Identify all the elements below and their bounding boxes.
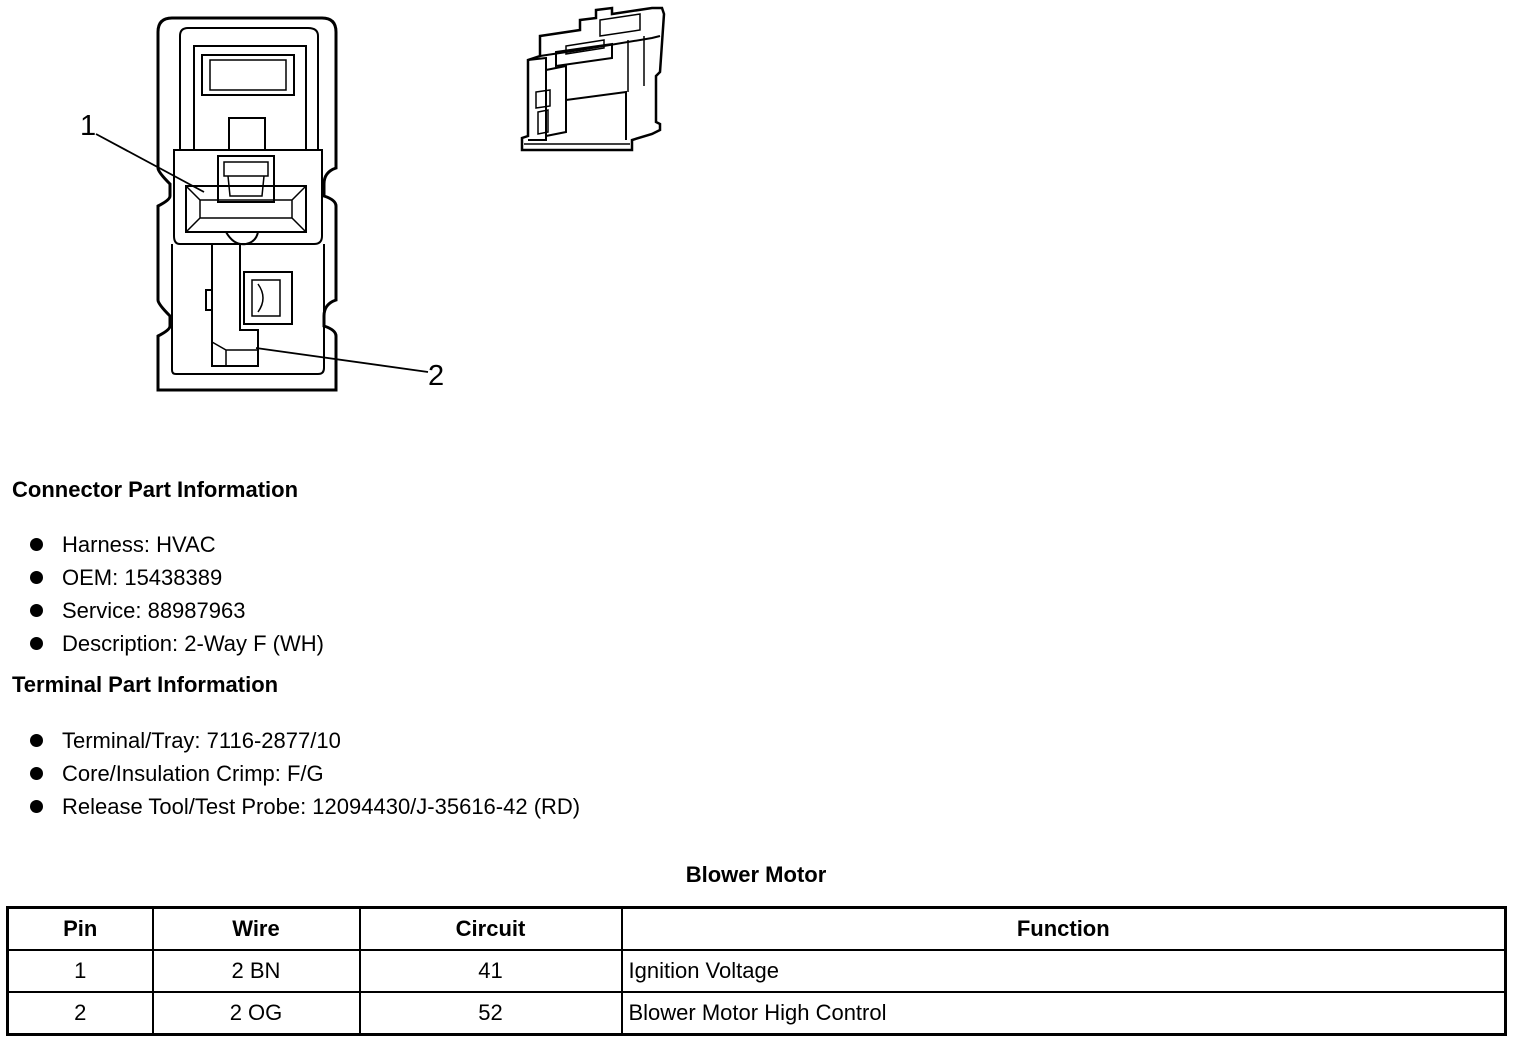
connector-info-list: Harness: HVAC OEM: 15438389 Service: 889…: [30, 528, 324, 660]
table-title: Blower Motor: [685, 862, 827, 887]
column-header-pin: Pin: [6, 906, 154, 951]
table-header-row: Pin Wire Circuit Function: [6, 906, 1507, 951]
callout-2: 2: [428, 360, 445, 392]
cell-function: Blower Motor High Control: [620, 991, 1507, 1036]
cell-wire: 2 OG: [151, 991, 361, 1036]
bullet-icon: [30, 800, 43, 813]
terminal-info-list: Terminal/Tray: 7116-2877/10 Core/Insulat…: [30, 724, 580, 823]
cell-circuit: 41: [358, 949, 623, 993]
terminal-info-heading: Terminal Part Information: [12, 672, 279, 697]
connector-side-view: [520, 6, 666, 152]
cell-pin: 1: [6, 949, 154, 993]
bullet-icon: [30, 571, 43, 584]
column-header-wire: Wire: [151, 906, 361, 951]
list-item: Terminal/Tray: 7116-2877/10: [30, 724, 580, 757]
list-item: Harness: HVAC: [30, 528, 324, 561]
list-item: OEM: 15438389: [30, 561, 324, 594]
column-header-function: Function: [620, 906, 1507, 951]
callout-2-leader: [255, 347, 429, 373]
connector-info-heading: Connector Part Information: [12, 477, 299, 502]
cell-pin: 2: [6, 991, 154, 1036]
cell-function: Ignition Voltage: [620, 949, 1507, 993]
pinout-table: Pin Wire Circuit Function 1 2 BN 41 Igni…: [6, 906, 1507, 1036]
bullet-icon: [30, 734, 43, 747]
cell-circuit: 52: [358, 991, 623, 1036]
list-item: Description: 2-Way F (WH): [30, 627, 324, 660]
connector-diagram: [95, 6, 666, 392]
callout-1-leader: [95, 133, 205, 193]
table-row: 2 2 OG 52 Blower Motor High Control: [6, 991, 1507, 1036]
callout-1: 1: [80, 110, 97, 142]
list-item: Release Tool/Test Probe: 12094430/J-3561…: [30, 790, 580, 823]
connector-face-view: [156, 16, 338, 392]
bullet-icon: [30, 604, 43, 617]
table-row: 1 2 BN 41 Ignition Voltage: [6, 949, 1507, 993]
column-header-circuit: Circuit: [358, 906, 623, 951]
list-item: Core/Insulation Crimp: F/G: [30, 757, 580, 790]
bullet-icon: [30, 637, 43, 650]
list-item: Service: 88987963: [30, 594, 324, 627]
bullet-icon: [30, 538, 43, 551]
cell-wire: 2 BN: [151, 949, 361, 993]
bullet-icon: [30, 767, 43, 780]
